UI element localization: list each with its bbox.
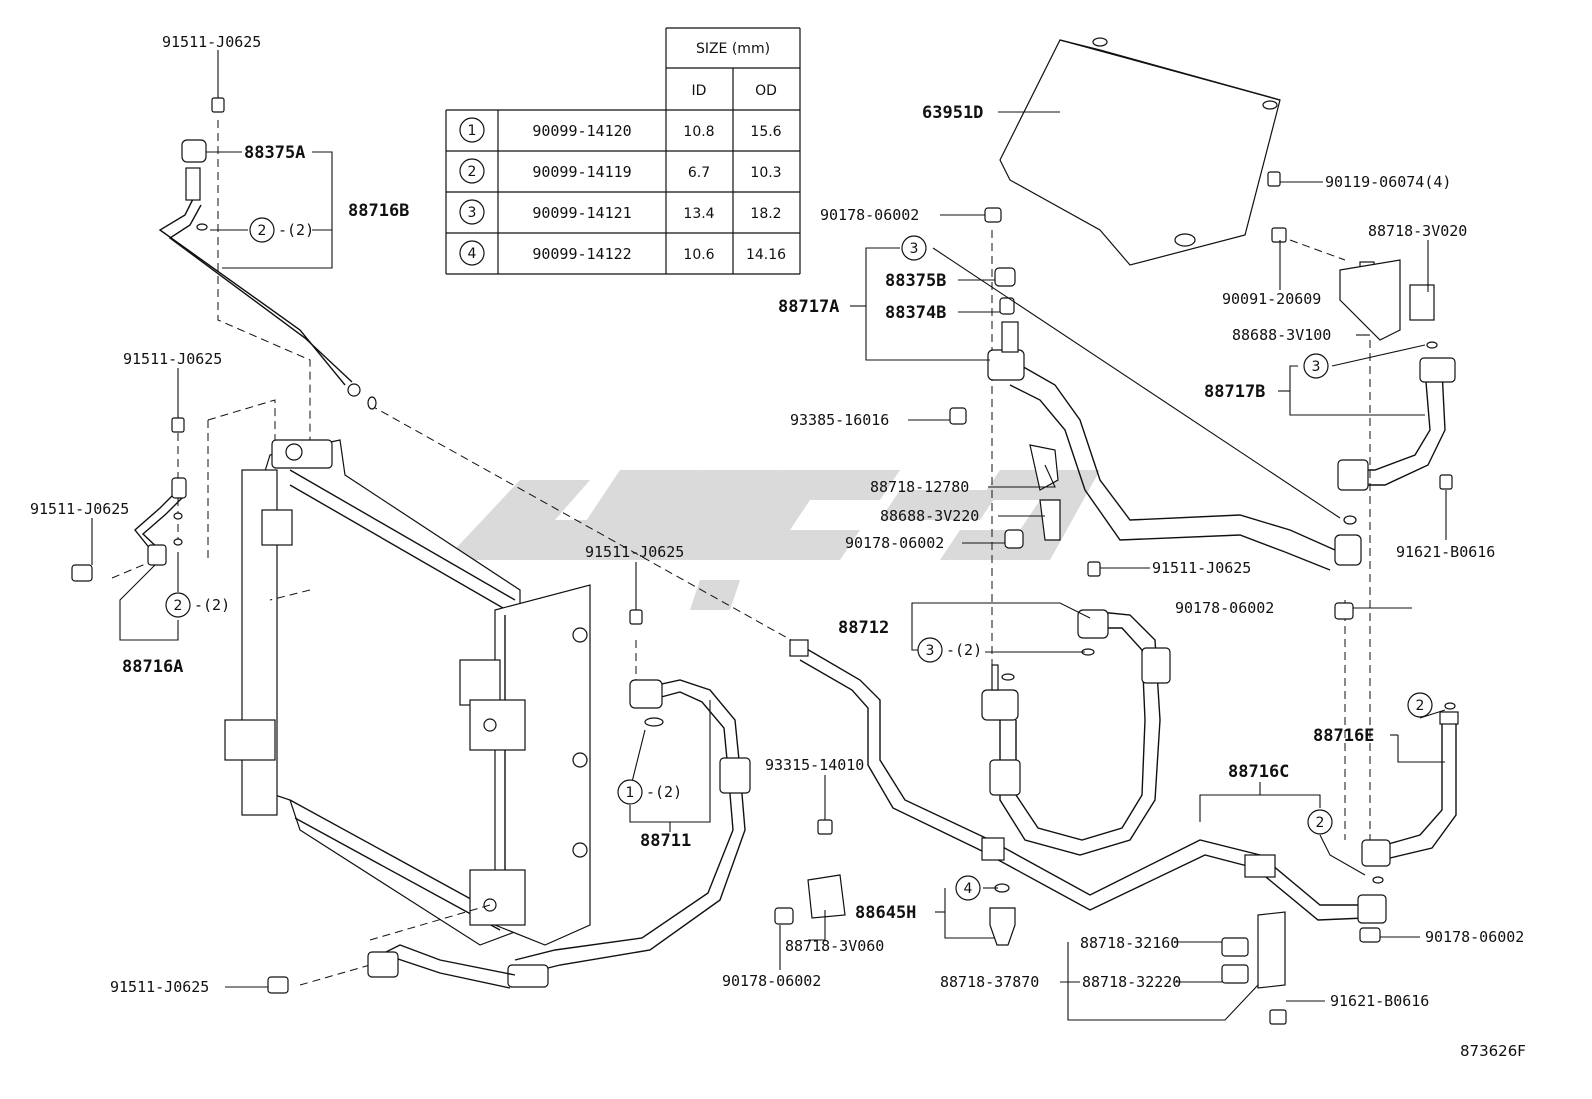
part-label: 88688-3V100: [1232, 326, 1331, 344]
part-label: 91621-B0616: [1330, 992, 1429, 1010]
size-table-col-id: ID: [692, 83, 707, 99]
part-label: 88717A: [778, 297, 839, 317]
table-row-part: 90099-14119: [532, 163, 631, 181]
table-row-part: 90099-14122: [532, 245, 631, 263]
callout-number: 3: [1312, 359, 1321, 375]
table-row-od: 18.2: [750, 206, 781, 222]
part-label: 90178-06002: [1425, 928, 1524, 946]
part-label: 90178-06002: [722, 972, 821, 990]
part-label: 88717B: [1204, 382, 1265, 402]
table-row-id: 10.6: [683, 247, 714, 263]
quantity-label: -(2): [646, 783, 682, 801]
part-label: 93315-14010: [765, 756, 864, 774]
fasteners: [71, 97, 1453, 1025]
part-label: 88375A: [244, 143, 305, 163]
table-row-id: 13.4: [683, 206, 714, 222]
part-label: 88718-37870: [940, 973, 1039, 991]
pipe-88716B: [158, 139, 377, 410]
pipe-88716A: [134, 477, 187, 566]
part-label: 88716A: [122, 657, 183, 677]
size-table-header: SIZE (mm): [696, 41, 770, 57]
callout-number: 2: [1316, 815, 1325, 831]
part-label: 91511-J0625: [585, 543, 684, 561]
part-label: 91621-B0616: [1396, 543, 1495, 561]
part-label: 90178-06002: [820, 206, 919, 224]
condenser-assembly: [224, 439, 591, 946]
table-row-no: 4: [468, 246, 477, 262]
callout-number: 3: [910, 241, 919, 257]
hose-88712: [981, 609, 1171, 856]
table-row-no: 2: [468, 164, 477, 180]
table-row-id: 10.8: [683, 124, 714, 140]
table-row-id: 6.7: [688, 165, 710, 181]
part-label: 90178-06002: [1175, 599, 1274, 617]
table-row-od: 14.16: [746, 247, 786, 263]
diagram-reference-code: 873626F: [1460, 1042, 1526, 1060]
part-label: 88716B: [348, 201, 409, 221]
circle-callouts: 2 2 3 3 3 2 1 2 4: [165, 217, 1433, 901]
part-label: 91511-J0625: [162, 33, 261, 51]
quantity-label: -(2): [194, 596, 230, 614]
part-label: 88375B: [885, 271, 946, 291]
hose-88717B: [1337, 341, 1456, 491]
hose-88711: [367, 679, 751, 989]
pipe-88716E: [1361, 702, 1459, 867]
part-label: 90119-06074(4): [1325, 173, 1451, 191]
callout-number: 3: [926, 643, 935, 659]
callout-number: 2: [174, 598, 183, 614]
watermark-logo: [445, 470, 1100, 610]
callout-number: 1: [626, 785, 635, 801]
part-labels: 91511-J0625 88375A 88716B -(2) 91511-J06…: [30, 33, 1526, 1060]
part-label: 91511-J0625: [110, 978, 209, 996]
table-row-od: 15.6: [750, 124, 781, 140]
part-label: 91511-J0625: [123, 350, 222, 368]
part-label: 90091-20609: [1222, 290, 1321, 308]
part-label: 91511-J0625: [30, 500, 129, 518]
part-label: 93385-16016: [790, 411, 889, 429]
part-label: 88718-32220: [1082, 973, 1181, 991]
part-label: 88716C: [1228, 762, 1289, 782]
part-label: 63951D: [922, 103, 983, 123]
callout-number: 2: [1416, 698, 1425, 714]
size-table: SIZE (mm) ID OD 1 90099-14120 10.8 15.6 …: [445, 27, 801, 275]
part-label: 88711: [640, 831, 691, 851]
table-row-part: 90099-14120: [532, 122, 631, 140]
cover-63951D: [999, 37, 1281, 266]
part-label: 88688-3V220: [880, 507, 979, 525]
part-label: 88718-3V060: [785, 937, 884, 955]
table-row-od: 10.3: [750, 165, 781, 181]
table-row-no: 1: [468, 123, 477, 139]
table-row-part: 90099-14121: [532, 204, 631, 222]
part-label: 88374B: [885, 303, 946, 323]
part-label: 90178-06002: [845, 534, 944, 552]
guide-lines: [111, 120, 1371, 986]
part-label: 88718-12780: [870, 478, 969, 496]
part-label: 88645H: [855, 903, 916, 923]
part-label: 88716E: [1313, 726, 1374, 746]
callout-number: 4: [964, 881, 973, 897]
part-label: 88718-3V020: [1368, 222, 1467, 240]
callout-number: 2: [258, 223, 267, 239]
part-label: 88712: [838, 618, 889, 638]
table-row-no: 3: [468, 205, 477, 221]
quantity-label: -(2): [946, 641, 982, 659]
quantity-label: -(2): [278, 221, 314, 239]
pipe-88716C: [789, 639, 1387, 924]
size-table-col-od: OD: [755, 83, 777, 99]
part-label: 88718-32160: [1080, 934, 1179, 952]
leader-lines: [91, 50, 1447, 1021]
part-label: 91511-J0625: [1152, 559, 1251, 577]
hose-88717A: [987, 267, 1362, 571]
